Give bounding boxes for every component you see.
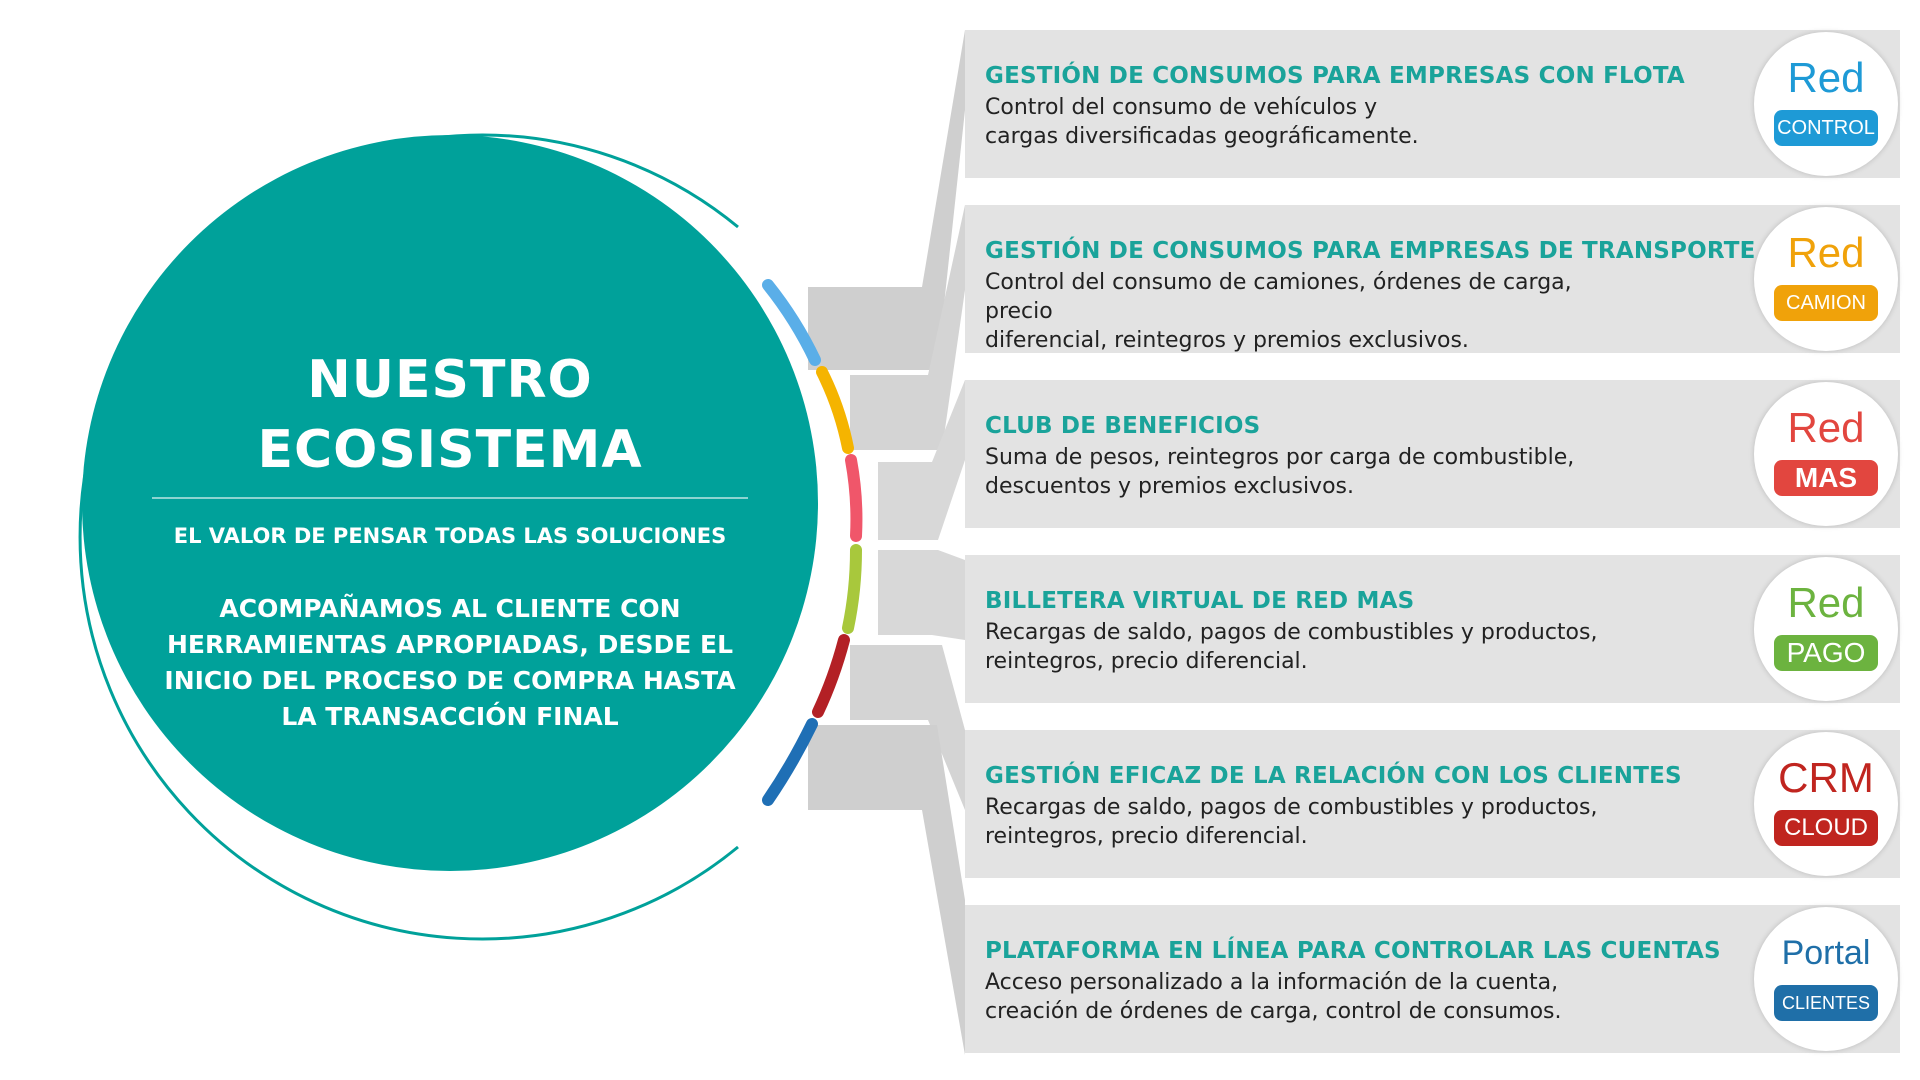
ecosystem-card-portal-clientes: PLATAFORMA EN LÍNEA PARA CONTROLAR LAS C… bbox=[965, 905, 1900, 1053]
connector-3 bbox=[878, 380, 965, 540]
logo-bottom-label: CLOUD bbox=[1774, 810, 1878, 846]
card-desc-line1: Recargas de saldo, pagos de combustibles… bbox=[985, 620, 1598, 645]
logo-top-text: Red bbox=[1787, 404, 1865, 451]
connector-6 bbox=[808, 725, 965, 1055]
hub-title-line2: ECOSISTEMA bbox=[257, 420, 643, 480]
card-description: Acceso personalizado a la información de… bbox=[985, 968, 1605, 1026]
logo-bottom-label: CONTROL bbox=[1774, 110, 1878, 146]
card-title: GESTIÓN EFICAZ DE LA RELACIÓN CON LOS CL… bbox=[985, 763, 1682, 789]
ecosystem-card-crm-cloud: GESTIÓN EFICAZ DE LA RELACIÓN CON LOS CL… bbox=[965, 730, 1900, 878]
card-desc-line2: reintegros, precio diferencial. bbox=[985, 824, 1308, 849]
card-desc-line2: creación de órdenes de carga, control de… bbox=[985, 999, 1562, 1024]
hub-body: ACOMPAÑAMOS AL CLIENTE CON HERRAMIENTAS … bbox=[164, 594, 736, 731]
card-title: BILLETERA VIRTUAL DE RED MAS bbox=[985, 588, 1415, 614]
card-desc-line1: Recargas de saldo, pagos de combustibles… bbox=[985, 795, 1598, 820]
logo-top-text: CRM bbox=[1778, 754, 1874, 801]
card-desc-line1: Control del consumo de camiones, órdenes… bbox=[985, 270, 1572, 324]
logo-top-text: Portal bbox=[1781, 934, 1871, 972]
card-title: GESTIÓN DE CONSUMOS PARA EMPRESAS CON FL… bbox=[985, 63, 1685, 89]
card-desc-line2: reintegros, precio diferencial. bbox=[985, 649, 1308, 674]
card-title: CLUB DE BENEFICIOS bbox=[985, 413, 1261, 439]
hub-title-line1: NUESTRO bbox=[307, 350, 593, 410]
ecosystem-hub: NUESTRO ECOSISTEMA EL VALOR DE PENSAR TO… bbox=[82, 135, 818, 871]
connector-5 bbox=[850, 645, 965, 810]
logo-bottom-label: PAGO bbox=[1774, 635, 1878, 671]
card-desc-line1: Control del consumo de vehículos y bbox=[985, 95, 1378, 120]
card-description: Control del consumo de vehículos y carga… bbox=[985, 93, 1605, 151]
card-desc-line2: cargas diversificadas geográficamente. bbox=[985, 124, 1419, 149]
hub-title: NUESTRO ECOSISTEMA bbox=[142, 345, 758, 485]
card-description: Control del consumo de camiones, órdenes… bbox=[985, 268, 1605, 355]
card-description: Recargas de saldo, pagos de combustibles… bbox=[985, 793, 1605, 851]
hub-divider bbox=[152, 497, 748, 499]
red-control-logo: Red CONTROL bbox=[1754, 32, 1898, 176]
ecosystem-card-red-pago: BILLETERA VIRTUAL DE RED MAS Recargas de… bbox=[965, 555, 1900, 703]
ecosystem-card-red-control: GESTIÓN DE CONSUMOS PARA EMPRESAS CON FL… bbox=[965, 30, 1900, 178]
red-mas-logo: Red MAS bbox=[1754, 382, 1898, 526]
card-desc-line2: descuentos y premios exclusivos. bbox=[985, 474, 1354, 499]
card-title: PLATAFORMA EN LÍNEA PARA CONTROLAR LAS C… bbox=[985, 938, 1721, 964]
card-title: GESTIÓN DE CONSUMOS PARA EMPRESAS DE TRA… bbox=[985, 238, 1756, 264]
logo-top-text: Red bbox=[1787, 229, 1865, 276]
red-pago-logo: Red PAGO bbox=[1754, 557, 1898, 701]
ecosystem-card-red-camion: GESTIÓN DE CONSUMOS PARA EMPRESAS DE TRA… bbox=[965, 205, 1900, 353]
connector-4 bbox=[878, 550, 965, 640]
ecosystem-card-red-mas: CLUB DE BENEFICIOS Suma de pesos, reinte… bbox=[965, 380, 1900, 528]
crm-cloud-logo: CRM CLOUD bbox=[1754, 732, 1898, 876]
card-description: Suma de pesos, reintegros por carga de c… bbox=[985, 443, 1605, 501]
portal-clientes-logo: Portal CLIENTES bbox=[1754, 907, 1898, 1051]
logo-bottom-label: CLIENTES bbox=[1774, 985, 1878, 1021]
logo-top-text: Red bbox=[1787, 579, 1865, 626]
card-desc-line2: diferencial, reintegros y premios exclus… bbox=[985, 328, 1469, 353]
logo-top-text: Red bbox=[1787, 54, 1865, 101]
connector-1 bbox=[808, 30, 965, 370]
logo-bottom-label: MAS bbox=[1774, 460, 1878, 496]
red-camion-logo: Red CAMION bbox=[1754, 207, 1898, 351]
hub-subtitle: EL VALOR DE PENSAR TODAS LAS SOLUCIONES bbox=[173, 524, 727, 548]
logo-bottom-label: CAMION bbox=[1774, 285, 1878, 321]
connector-2 bbox=[850, 205, 965, 450]
card-desc-line1: Acceso personalizado a la información de… bbox=[985, 970, 1559, 995]
card-desc-line1: Suma de pesos, reintegros por carga de c… bbox=[985, 445, 1575, 470]
card-description: Recargas de saldo, pagos de combustibles… bbox=[985, 618, 1605, 676]
